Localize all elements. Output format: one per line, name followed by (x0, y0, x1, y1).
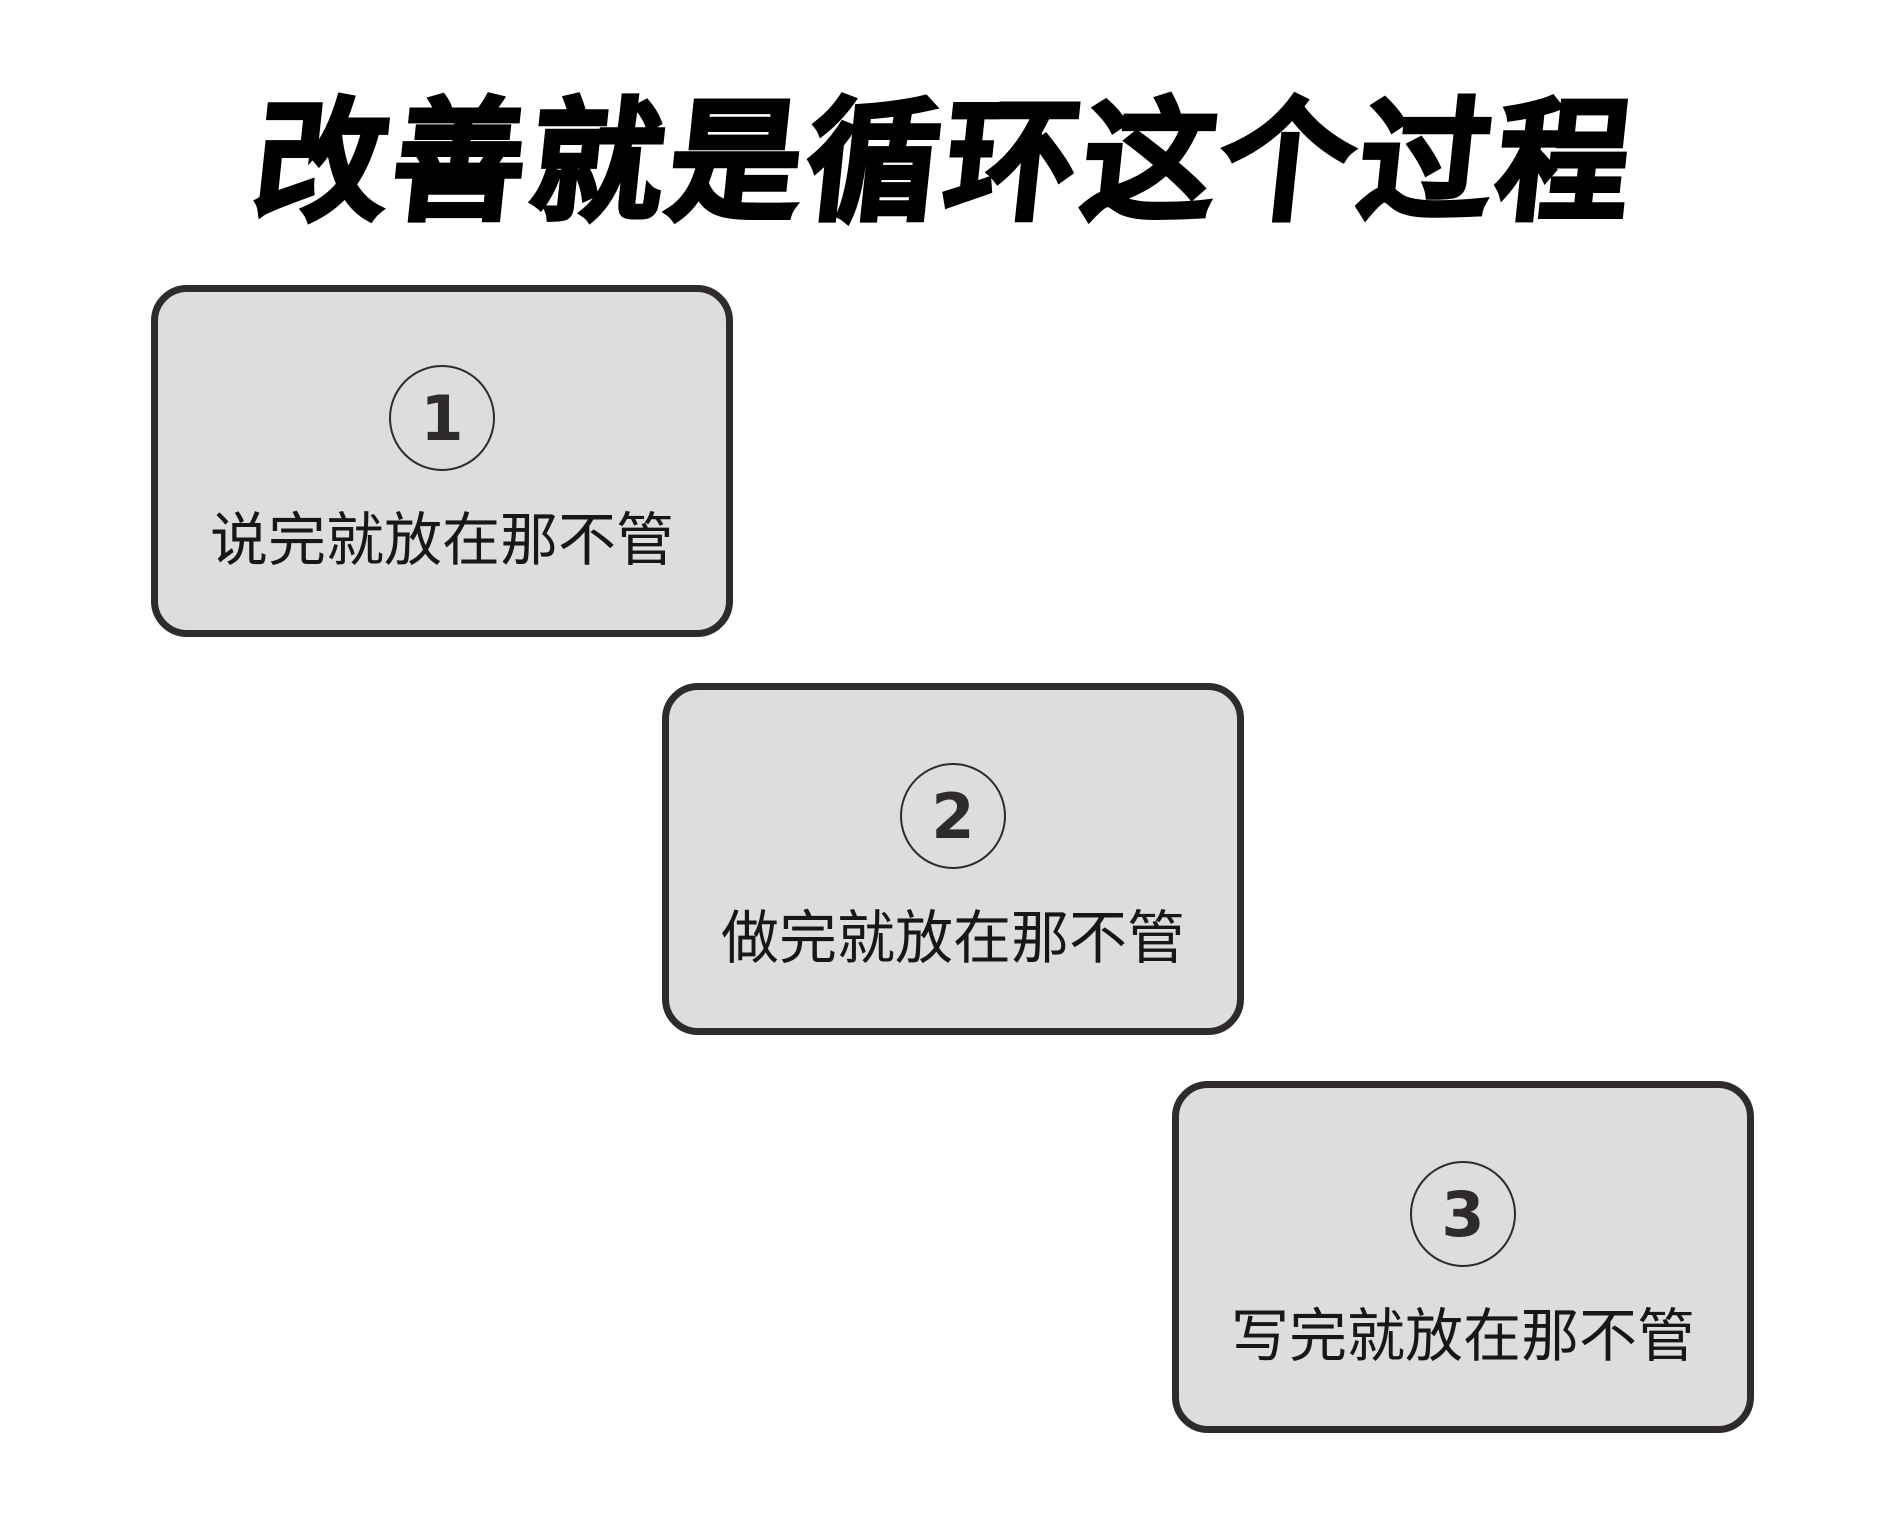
step-label: 做完就放在那不管 (720, 904, 1185, 972)
step-label: 说完就放在那不管 (209, 506, 674, 574)
step-card-1: 1 说完就放在那不管 (151, 285, 733, 637)
step-card-2: 2 做完就放在那不管 (662, 683, 1244, 1035)
step-number-badge: 2 (900, 763, 1006, 869)
step-label: 写完就放在那不管 (1230, 1302, 1695, 1370)
step-card-3: 3 写完就放在那不管 (1172, 1081, 1754, 1433)
page-title: 改善就是循环这个过程 (245, 84, 1645, 242)
step-number-badge: 1 (389, 365, 495, 471)
step-number-badge: 3 (1410, 1161, 1516, 1267)
